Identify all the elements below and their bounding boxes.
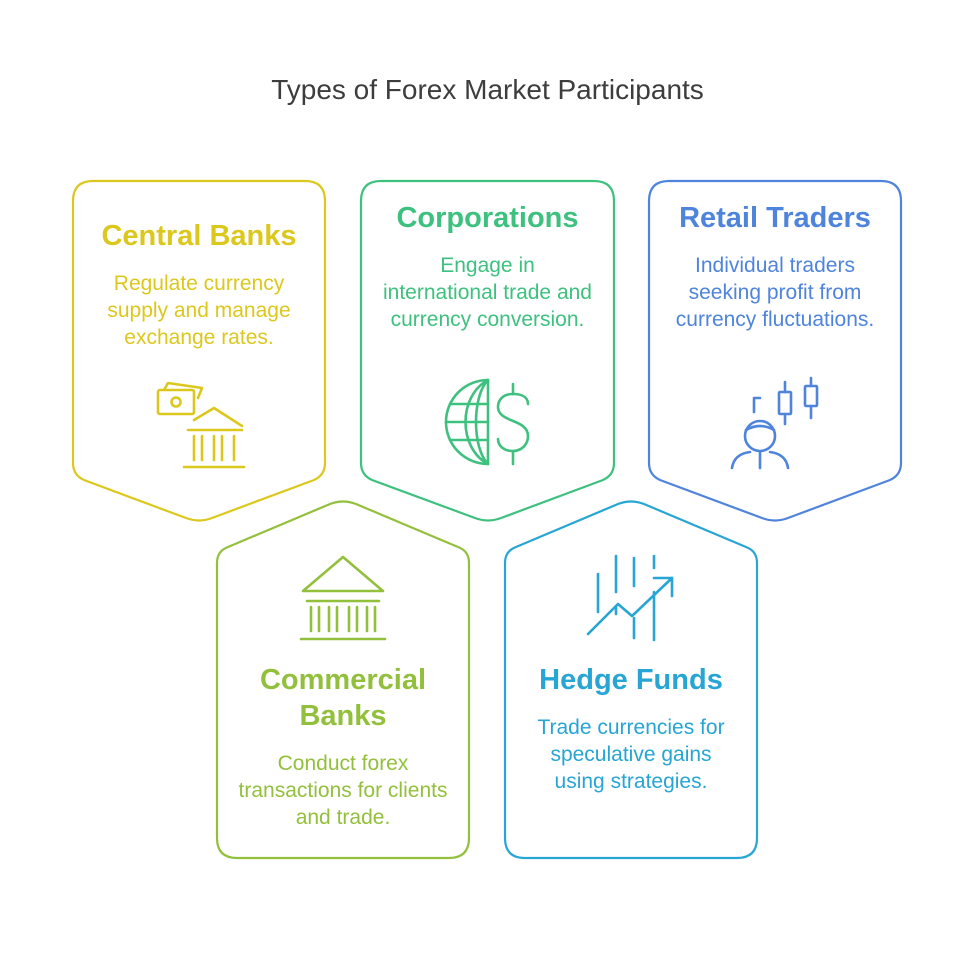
trend-up-chart-icon (586, 554, 674, 642)
corporations-card: Corporations Engage in international tra… (381, 200, 594, 333)
card-title: Central Banks (101, 220, 297, 252)
bank-building-icon (299, 555, 387, 641)
globe-dollar-icon (444, 378, 530, 466)
card-description: Regulate currency supply and manage exch… (107, 272, 291, 349)
commercial-banks-card: Commercial Banks Conduct forex transacti… (237, 662, 449, 831)
corporations-card-outline (359, 179, 616, 522)
card-description: Individual traders seeking profit from c… (675, 254, 875, 331)
central-banks-card-outline (71, 179, 327, 522)
commercial-banks-card-outline (215, 500, 471, 860)
central-banks-card: Central Banks Regulate currency supply a… (93, 218, 305, 351)
hedge-funds-card-outline (503, 500, 759, 860)
retail-traders-card: Retail Traders Individual traders seekin… (669, 200, 881, 333)
card-description: Conduct forex transactions for clients a… (238, 752, 448, 829)
card-title: Corporations (396, 202, 579, 234)
diagram-title: Types of Forex Market Participants (271, 74, 704, 105)
retail-traders-card-outline (647, 179, 903, 522)
card-description: Engage in international trade and curren… (383, 254, 592, 331)
hedge-funds-card: Hedge Funds Trade currencies for specula… (525, 662, 737, 795)
card-title: Retail Traders (679, 202, 871, 234)
card-description: Trade currencies for speculative gains u… (537, 716, 725, 793)
money-bank-icon (156, 381, 246, 469)
card-title: Commercial Banks (259, 664, 426, 732)
trader-candlestick-icon (730, 376, 819, 470)
card-title: Hedge Funds (539, 664, 723, 696)
